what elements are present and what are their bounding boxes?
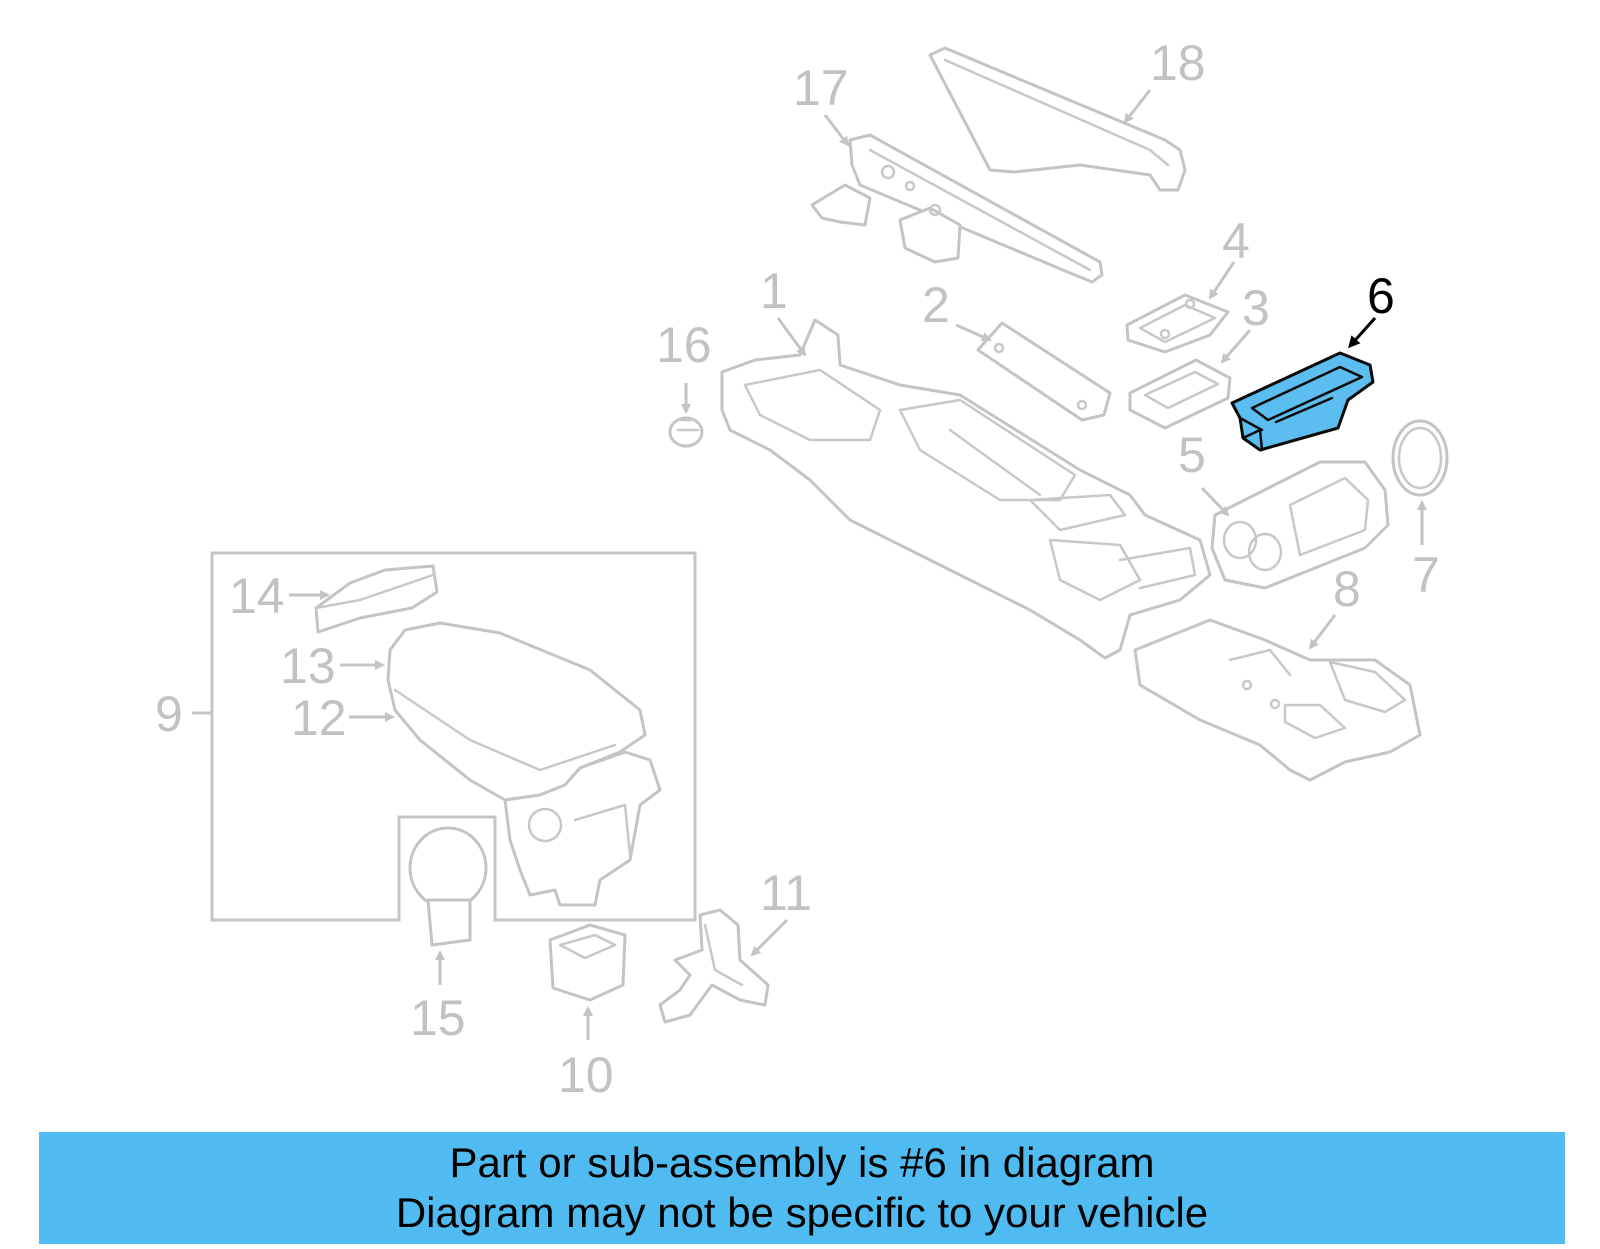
callout-6: 6 [1367,268,1395,324]
callout-2: 2 [922,277,950,333]
callout-numbers: 18 17 4 3 2 1 16 6 5 7 8 11 14 13 12 9 1… [155,35,1440,1103]
callout-4: 4 [1222,213,1250,269]
part-8-lower-bracket [1133,618,1422,782]
part-17-bracket [810,133,1104,284]
callout-12: 12 [291,690,347,746]
callout-1: 1 [760,263,788,319]
callout-11: 11 [760,865,812,921]
part-2-plate [976,321,1112,422]
callout-9: 9 [155,686,183,742]
part-16-clip [668,416,704,448]
callout-7: 7 [1412,547,1440,603]
callout-16: 16 [656,317,712,373]
part-4-lid [1125,293,1230,354]
callout-17: 17 [793,60,849,116]
part-18-trim-panel [928,46,1187,192]
part-6-storage-tray [1230,351,1375,452]
leader-lines [192,89,1427,1040]
part-12-13-armrest [386,621,662,907]
callout-18: 18 [1150,35,1206,91]
callout-8: 8 [1333,561,1361,617]
banner-line-2: Diagram may not be specific to your vehi… [395,1189,1209,1236]
part-3-tray [1128,358,1232,430]
part-7-ring [1391,419,1449,497]
part-5-cupholder [1210,460,1390,590]
callout-3: 3 [1242,280,1270,336]
callout-13: 13 [280,638,336,694]
callout-15: 15 [410,990,466,1046]
part-14-bin [314,564,439,634]
callout-14: 14 [229,568,285,624]
part-11-stand [658,908,770,1024]
callout-5: 5 [1178,427,1206,483]
callout-10: 10 [558,1047,614,1103]
part-15-knob [408,826,488,947]
part-1-console [720,318,1212,660]
banner-line-1: Part or sub-assembly is #6 in diagram [449,1139,1155,1186]
part-10-holder [548,923,627,1002]
subassembly-9-frame [210,551,697,922]
info-banner: Part or sub-assembly is #6 in diagram Di… [39,1132,1565,1244]
